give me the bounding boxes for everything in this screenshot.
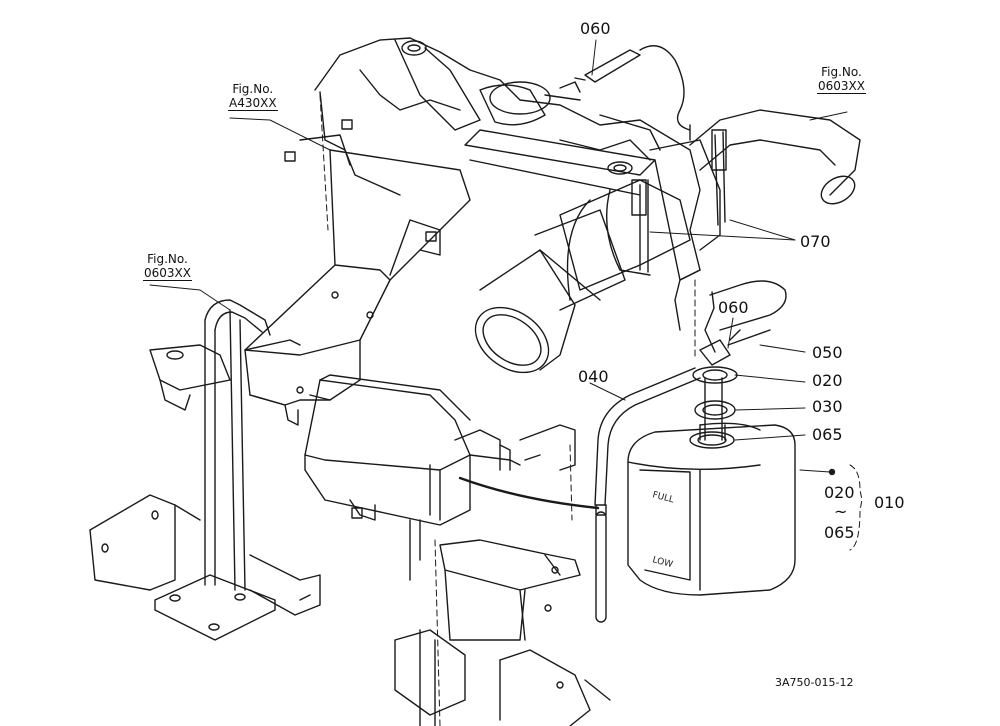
callout-040: 040 [578,367,609,386]
figref-a430: Fig.No. A430XX [228,82,278,111]
callout-060-top: 060 [580,19,611,38]
callout-010-assembly: 010 [874,493,905,512]
centerlines [319,94,863,726]
figref-right-line1: Fig.No. [821,65,862,79]
callout-060-mid: 060 [718,298,749,317]
callout-range-to: 065 [824,523,855,542]
assembly-dot [828,468,836,476]
tank-full-mark: FULL [651,490,675,505]
figref-a430-line1: Fig.No. [232,82,274,96]
tank-low-mark: LOW [651,555,674,570]
figref-right-line2: 0603XX [817,79,866,94]
callout-050: 050 [812,343,843,362]
figref-left-line1: Fig.No. [147,252,188,266]
fuel-lines [559,45,787,366]
drawing-code: 3A750-015-12 [775,676,854,689]
callout-070: 070 [800,232,831,251]
leader-lines [149,39,848,473]
callout-range-tilde: ~ [834,502,848,521]
callout-030: 030 [812,397,843,416]
left-pipe-frame [89,299,321,641]
callout-065: 065 [812,425,843,444]
air-cleaner [474,179,691,374]
figref-left-line2: 0603XX [143,266,192,281]
figref-left: Fig.No. 0603XX [143,252,192,281]
callout-range-from: 020 [824,483,855,502]
callout-020: 020 [812,371,843,390]
lower-housing [304,374,576,581]
figref-right: Fig.No. 0603XX [817,65,866,94]
intake-hose [606,109,861,281]
frame-bracket [244,119,471,426]
overflow-line [458,476,600,510]
tank-hose-040 [594,367,701,623]
engine-housing [314,37,701,331]
lower-frame [394,539,611,726]
hose-bands [631,124,727,273]
figref-a430-line2: A430XX [228,96,278,111]
